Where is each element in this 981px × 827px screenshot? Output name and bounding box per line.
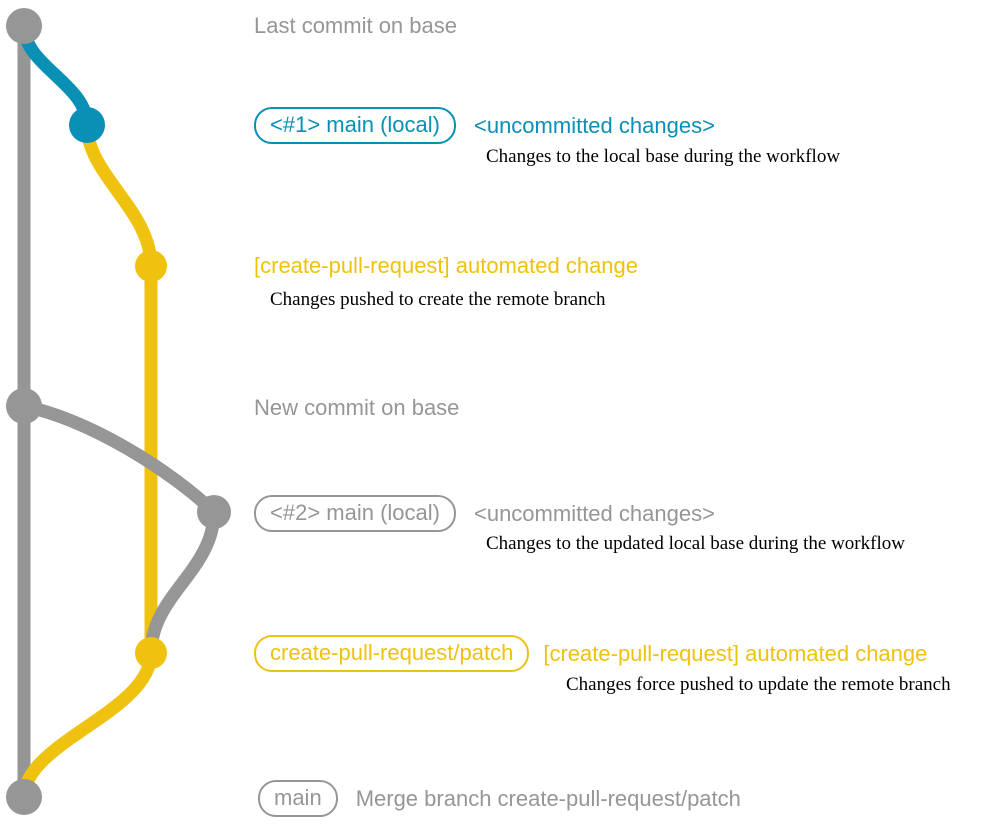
commit-row-local-uncommitted-1: <#1> main (local) <uncommitted changes> [254,107,715,145]
edge-local-2-to-patch-2 [144,505,221,660]
commit-subject-automated-change-2: [create-pull-request] automated change [543,641,928,666]
node-patch-commit-1[interactable] [135,250,167,282]
commit-subject-local-uncommitted-1: <uncommitted changes> [473,113,715,138]
edge-local-1-to-patch-1 [80,118,158,273]
commit-row-local-uncommitted-2: <#2> main (local) <uncommitted changes> [254,495,715,533]
commit-row-automated-change-2: create-pull-request/patch [create-pull-r… [254,635,928,673]
commit-subject-automated-change-1: [create-pull-request] automated change [254,253,639,278]
commit-subject-new-commit-on-base: New commit on base [254,395,460,420]
node-merge-commit[interactable] [6,779,42,815]
commit-subject-local-uncommitted-2: <uncommitted changes> [473,501,715,526]
node-local-commit-2[interactable] [197,495,231,529]
branch-badge-create-pull-request-patch[interactable]: create-pull-request/patch [254,635,530,673]
commit-row-merge-commit: main Merge branch create-pull-request/pa… [258,780,741,818]
node-base-new-commit[interactable] [6,388,42,424]
edge-base-new-to-local-2 [17,399,221,519]
branch-badge-main-local-2[interactable]: <#2> main (local) [254,495,456,533]
commit-subject-merge-commit: Merge branch create-pull-request/patch [355,786,741,811]
commit-description-local-uncommitted-2: Changes to the updated local base during… [486,533,905,554]
branch-badge-main-local-1[interactable]: <#1> main (local) [254,107,456,145]
node-patch-commit-2[interactable] [135,637,167,669]
commit-description-local-uncommitted-1: Changes to the local base during the wor… [486,146,841,167]
node-base-last-commit[interactable] [6,8,42,44]
commit-subject-last-commit-on-base: Last commit on base [254,13,457,38]
commit-description-automated-change-2: Changes force pushed to update the remot… [566,674,951,695]
edge-patch-2-to-merge [17,646,158,804]
branch-badge-main[interactable]: main [258,780,338,818]
node-local-commit-1[interactable] [69,107,105,143]
commit-description-automated-change-1: Changes pushed to create the remote bran… [270,289,606,310]
